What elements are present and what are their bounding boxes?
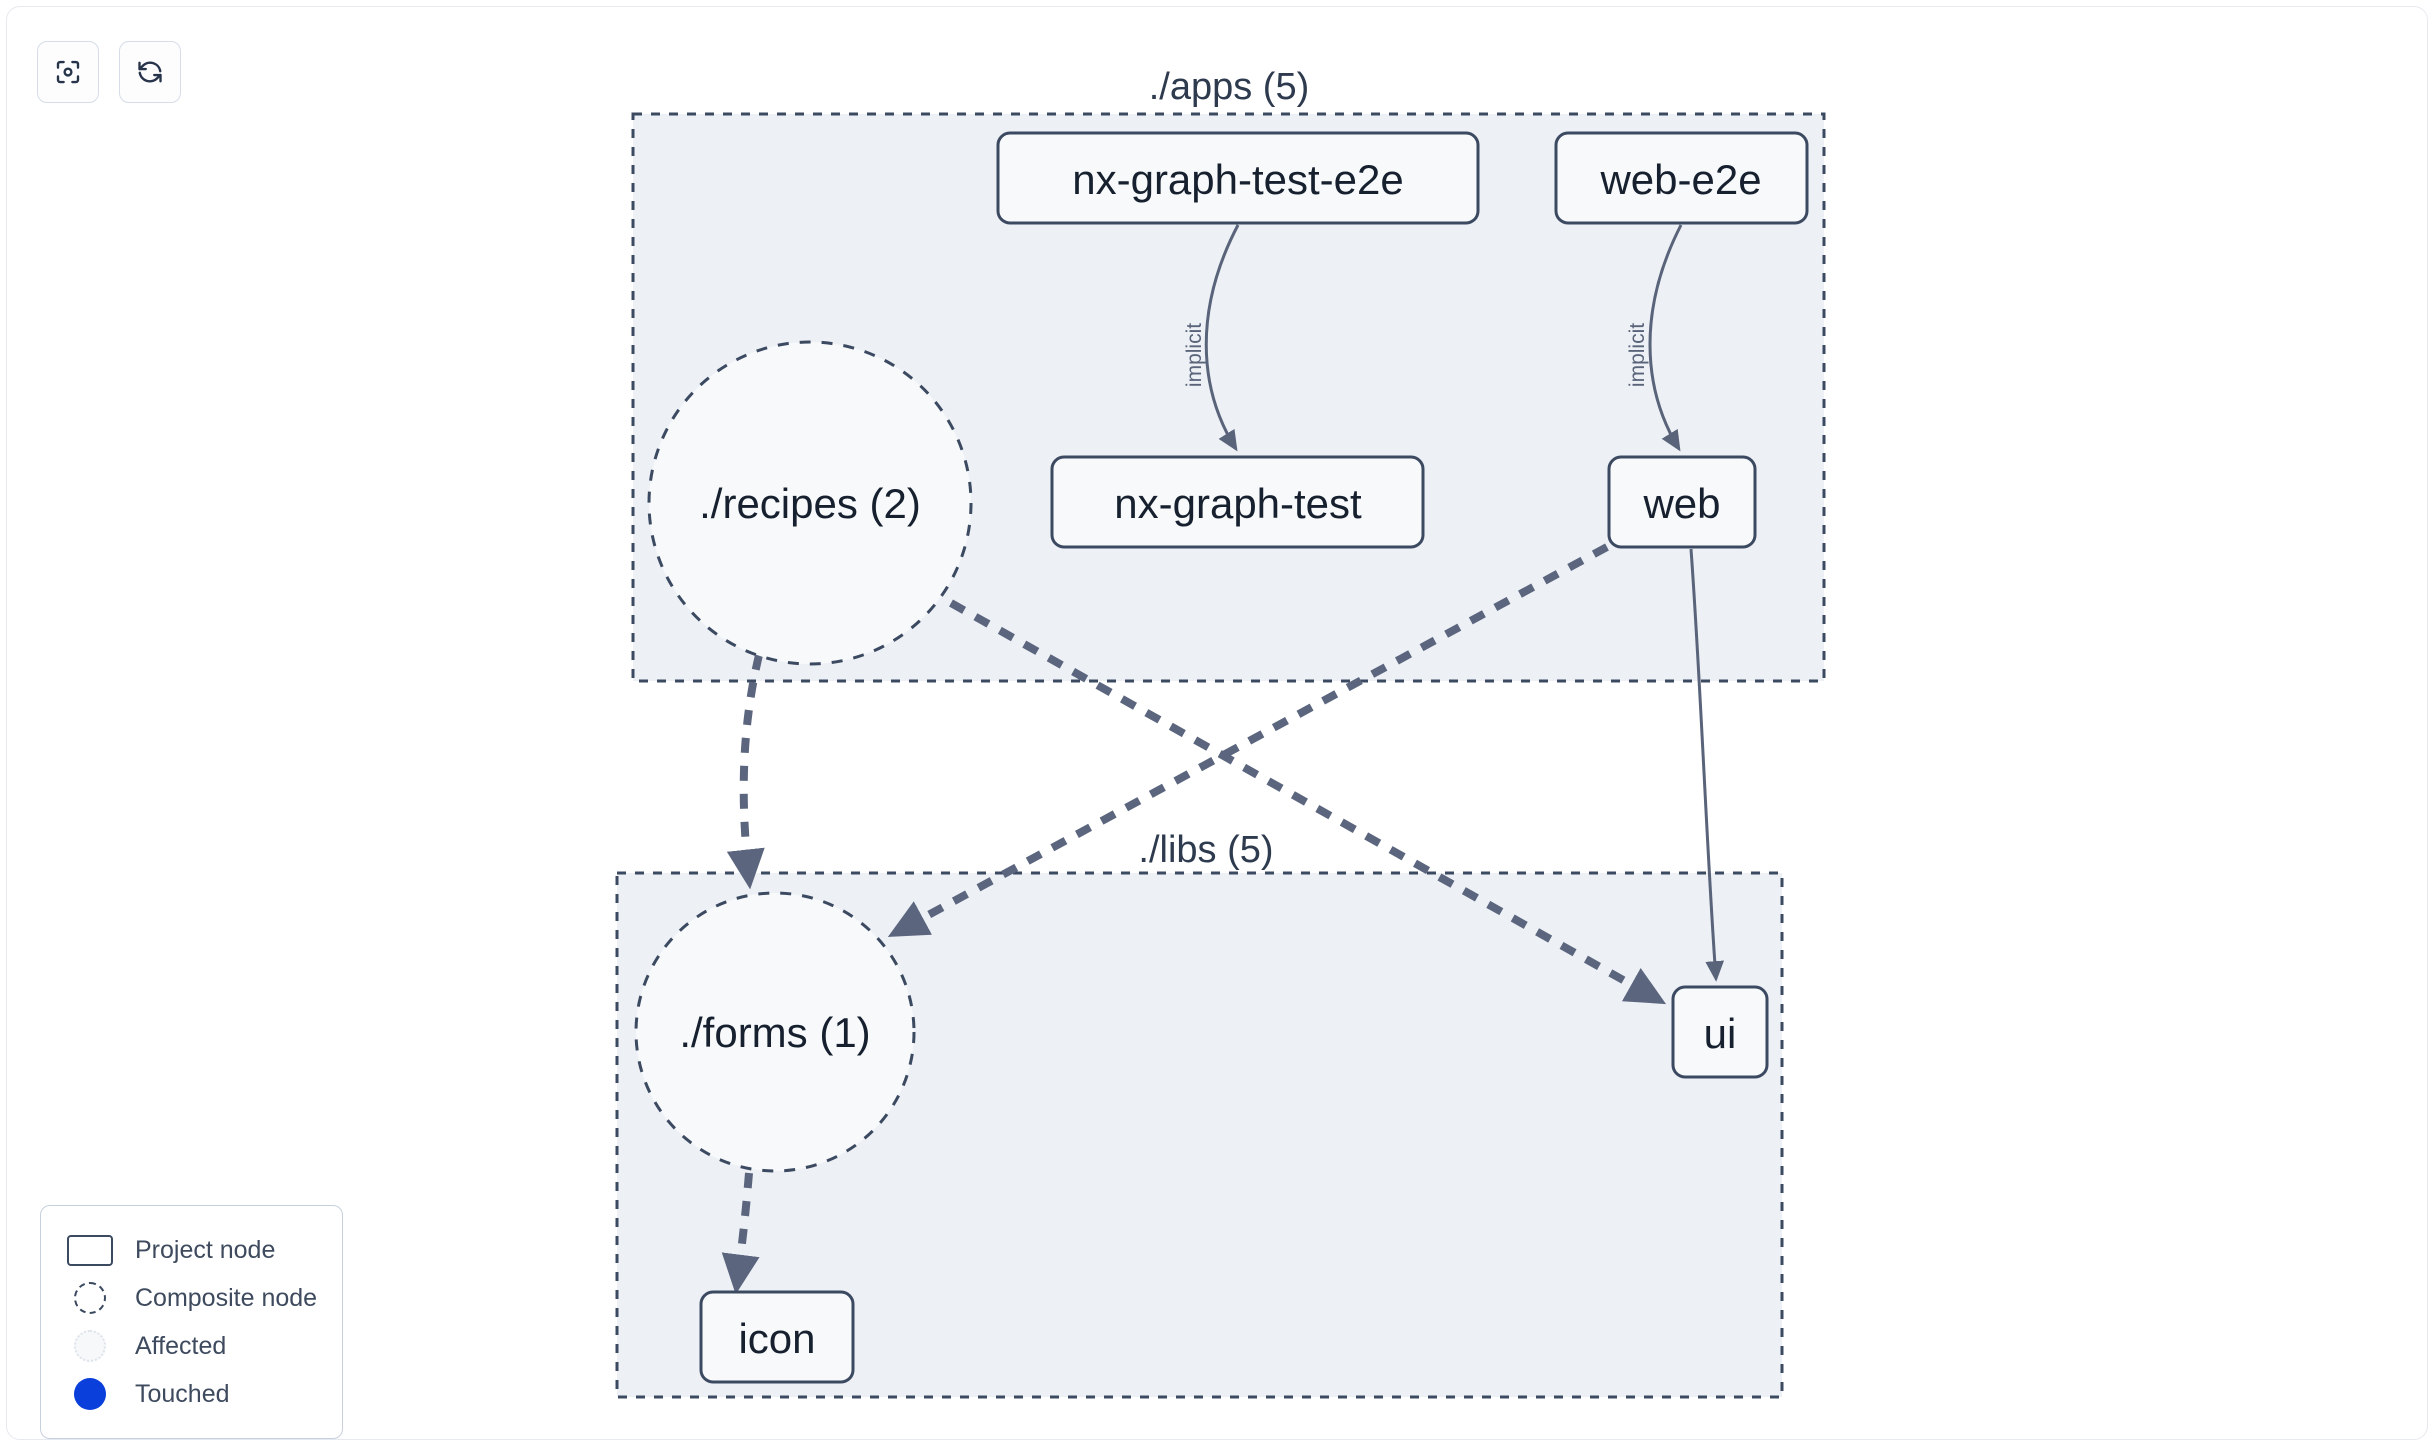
edge-nx-graph-test-e2e-to-nx-graph-test[interactable]: implicit bbox=[1183, 224, 1240, 452]
node-nx-graph-test[interactable]: nx-graph-test bbox=[1050, 455, 1425, 549]
refresh-graph-button[interactable] bbox=[119, 41, 181, 103]
node-nx-graph-test-e2e-label: nx-graph-test-e2e bbox=[1072, 156, 1404, 203]
node-forms-shape[interactable] bbox=[634, 891, 916, 1173]
node-nx-graph-test-label: nx-graph-test bbox=[1114, 480, 1362, 527]
node-ui[interactable]: ui bbox=[1671, 985, 1769, 1079]
edge-web-e2e-to-web[interactable]: implicit bbox=[1626, 224, 1683, 452]
node-web[interactable]: web bbox=[1607, 455, 1757, 549]
node-web-e2e[interactable]: web-e2e bbox=[1554, 131, 1809, 225]
node-web-label: web bbox=[1642, 480, 1720, 527]
legend-item-composite-node: Composite node bbox=[67, 1274, 320, 1322]
legend-item-affected: Affected bbox=[67, 1322, 320, 1370]
node-recipes-label: ./recipes (2) bbox=[699, 480, 921, 527]
node-web-e2e-label: web-e2e bbox=[1599, 156, 1761, 203]
node-web-e2e-shape[interactable] bbox=[1554, 131, 1809, 225]
project-node-swatch bbox=[67, 1233, 113, 1267]
graph-canvas[interactable]: ./apps (5) ./libs (5) bbox=[7, 7, 2428, 1440]
refresh-icon bbox=[135, 57, 165, 87]
graph-legend: Project node Composite node Affected Tou… bbox=[40, 1205, 343, 1439]
legend-label-touched: Touched bbox=[135, 1379, 230, 1408]
node-nx-graph-test-e2e[interactable]: nx-graph-test-e2e bbox=[996, 131, 1480, 225]
legend-item-touched: Touched bbox=[67, 1370, 320, 1418]
node-ui-shape[interactable] bbox=[1671, 985, 1769, 1079]
focus-target-icon bbox=[53, 57, 83, 87]
legend-label-composite-node: Composite node bbox=[135, 1283, 318, 1312]
edge-web-to-ui[interactable] bbox=[1689, 548, 1725, 982]
node-icon[interactable]: icon bbox=[699, 1290, 855, 1384]
touched-node-swatch bbox=[67, 1377, 113, 1411]
legend-label-project-node: Project node bbox=[135, 1235, 276, 1264]
group-libs-label: ./libs (5) bbox=[1138, 829, 1273, 871]
edge-web-to-forms[interactable] bbox=[887, 543, 1609, 937]
focus-graph-button[interactable] bbox=[37, 41, 99, 103]
composite-node-swatch bbox=[67, 1281, 113, 1315]
affected-node-swatch bbox=[67, 1329, 113, 1363]
group-apps-label: ./apps (5) bbox=[1149, 66, 1310, 108]
node-forms[interactable]: ./forms (1) bbox=[634, 891, 916, 1173]
node-web-shape[interactable] bbox=[1607, 455, 1757, 549]
graph-toolbar bbox=[37, 41, 181, 103]
edge-recipes-to-forms[interactable] bbox=[726, 654, 765, 890]
edge-label-implicit-2: implicit bbox=[1626, 323, 1649, 387]
graph-panel: ./apps (5) ./libs (5) bbox=[6, 6, 2428, 1440]
legend-item-project-node: Project node bbox=[67, 1226, 320, 1274]
edge-forms-to-icon[interactable] bbox=[721, 1172, 760, 1295]
legend-label-affected: Affected bbox=[135, 1331, 227, 1360]
node-forms-label: ./forms (1) bbox=[679, 1009, 870, 1056]
edge-recipes-to-ui[interactable] bbox=[949, 599, 1667, 1005]
node-ui-label: ui bbox=[1704, 1010, 1737, 1057]
edge-label-implicit-1: implicit bbox=[1183, 323, 1206, 387]
node-recipes[interactable]: ./recipes (2) bbox=[647, 340, 973, 666]
node-icon-shape[interactable] bbox=[699, 1290, 855, 1384]
node-nx-graph-test-e2e-shape[interactable] bbox=[996, 131, 1480, 225]
node-icon-label: icon bbox=[738, 1315, 815, 1362]
node-nx-graph-test-shape[interactable] bbox=[1050, 455, 1425, 549]
node-recipes-shape[interactable] bbox=[647, 340, 973, 666]
